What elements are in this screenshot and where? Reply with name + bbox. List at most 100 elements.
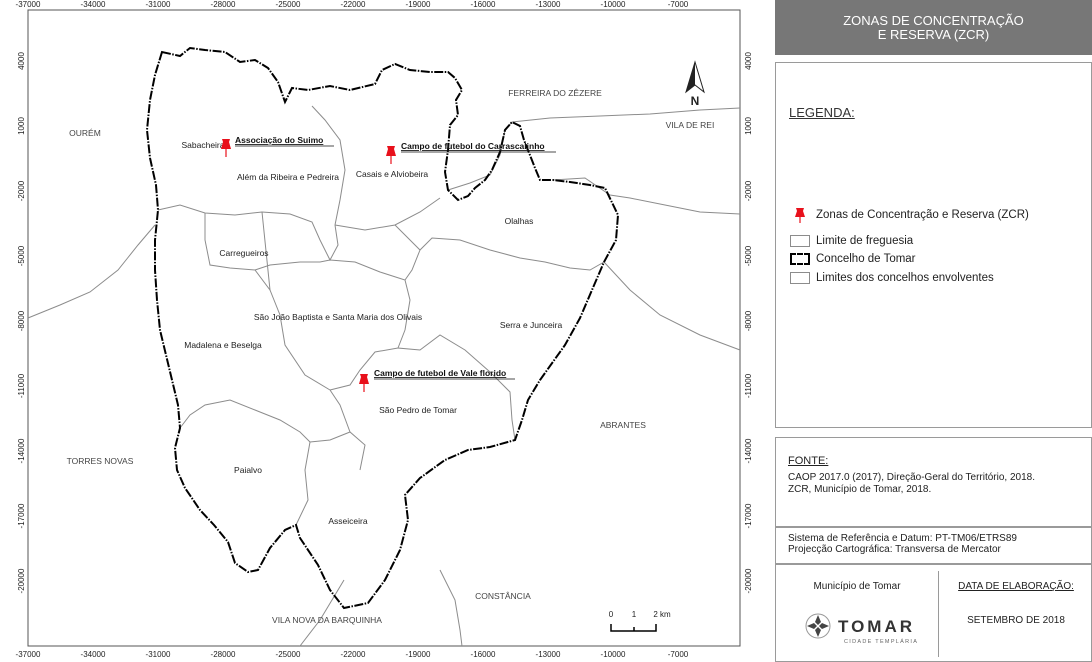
parish-label: Olalhas bbox=[505, 216, 534, 226]
source-heading: FONTE: bbox=[788, 455, 829, 467]
top-tick: -34000 bbox=[81, 0, 106, 9]
bottom-axis: -37000 -34000 -31000 -28000 -25000 -2200… bbox=[16, 650, 689, 659]
top-tick: -13000 bbox=[536, 0, 561, 9]
top-tick: -19000 bbox=[406, 0, 431, 9]
left-tick: -11000 bbox=[17, 373, 26, 398]
bottom-tick: -37000 bbox=[16, 650, 41, 659]
scale-label: 1 bbox=[632, 610, 637, 619]
bottom-tick: -7000 bbox=[668, 650, 689, 659]
pushpin-icon bbox=[221, 139, 231, 157]
bottom-tick: -10000 bbox=[601, 650, 626, 659]
parish-label: Casais e Alviobeira bbox=[356, 169, 429, 179]
tomar-boundary bbox=[145, 46, 620, 610]
left-tick: -20000 bbox=[17, 568, 26, 593]
pushpin-icon bbox=[386, 146, 396, 164]
top-axis: -37000 -34000 -31000 -28000 -25000 -2200… bbox=[16, 0, 689, 9]
source-line: CAOP 2017.0 (2017), Direção-Geral do Ter… bbox=[788, 472, 1035, 483]
neighbor-label: FERREIRA DO ZÊZERE bbox=[508, 88, 602, 98]
left-tick: 4000 bbox=[17, 52, 26, 70]
bottom-tick: -16000 bbox=[471, 650, 496, 659]
north-label: N bbox=[691, 94, 700, 108]
date-heading: DATA DE ELABORAÇÃO: bbox=[958, 581, 1074, 592]
legend: LEGENDA: Zonas de Concentração e Reserva… bbox=[775, 62, 1092, 428]
right-tick: -5000 bbox=[744, 245, 753, 266]
bottom-tick: -25000 bbox=[276, 650, 301, 659]
neighbor-label: OURÉM bbox=[69, 128, 101, 138]
bottom-tick: -31000 bbox=[146, 650, 171, 659]
parish-label: São Pedro de Tomar bbox=[379, 405, 457, 415]
neighbor-label: VILA NOVA DA BARQUINHA bbox=[272, 615, 382, 625]
logo-subtext: CIDADE TEMPLÁRIA bbox=[844, 638, 918, 645]
scale-label: 0 bbox=[609, 610, 614, 619]
map-frame bbox=[27, 9, 741, 647]
legend-heading: LEGENDA: bbox=[789, 105, 855, 120]
zcr-marker[interactable] bbox=[221, 139, 231, 157]
parish-labels: Sabacheira Além da Ribeira e Pedreira Ca… bbox=[181, 140, 562, 526]
map-title-line1: ZONAS DE CONCENTRAÇÃO bbox=[843, 12, 1024, 28]
legend-label: Limite de freguesia bbox=[816, 235, 914, 247]
bottom-tick: -22000 bbox=[341, 650, 366, 659]
top-tick: -28000 bbox=[211, 0, 236, 9]
top-tick: -16000 bbox=[471, 0, 496, 9]
parish-label: Madalena e Beselga bbox=[184, 340, 262, 350]
parish-label: Asseiceira bbox=[328, 516, 367, 526]
scale-bar: 0 1 2 km bbox=[609, 610, 671, 632]
top-tick: -10000 bbox=[601, 0, 626, 9]
source-box: FONTE: CAOP 2017.0 (2017), Direção-Geral… bbox=[775, 437, 1092, 527]
parish-label: Além da Ribeira e Pedreira bbox=[237, 172, 339, 182]
top-tick: -31000 bbox=[146, 0, 171, 9]
reference-line: Sistema de Referência e Datum: PT-TM06/E… bbox=[788, 533, 1017, 544]
bottom-tick: -28000 bbox=[211, 650, 236, 659]
tomar-logo: TOMAR CIDADE TEMPLÁRIA bbox=[805, 613, 918, 645]
zcr-marker[interactable] bbox=[386, 146, 396, 164]
top-tick: -25000 bbox=[276, 0, 301, 9]
date-value: SETEMBRO DE 2018 bbox=[967, 615, 1065, 626]
neighbor-limit-swatch bbox=[790, 272, 810, 284]
side-panel: ZONAS DE CONCENTRAÇÃO E RESERVA (ZCR) LE… bbox=[775, 0, 1092, 662]
source-line: ZCR, Município de Tomar, 2018. bbox=[788, 484, 932, 495]
right-tick: -20000 bbox=[744, 568, 753, 593]
legend-label: Concelho de Tomar bbox=[816, 253, 916, 265]
legend-item-neighbor-limit: Limites dos concelhos envolventes bbox=[790, 270, 994, 286]
left-tick: -2000 bbox=[17, 180, 26, 201]
neighbor-limits bbox=[27, 107, 741, 647]
logo-text: TOMAR bbox=[838, 617, 915, 636]
credits-divider bbox=[938, 571, 939, 657]
bottom-tick: -19000 bbox=[406, 650, 431, 659]
parish-label: Serra e Junceira bbox=[500, 320, 563, 330]
right-tick: -17000 bbox=[744, 503, 753, 528]
top-tick: -7000 bbox=[668, 0, 689, 9]
right-tick: 4000 bbox=[744, 52, 753, 70]
map-canvas[interactable]: N -37000 -34000 -31000 -28000 -25000 -22… bbox=[0, 0, 770, 662]
legend-label: Limites dos concelhos envolventes bbox=[816, 272, 994, 284]
scale-label: 2 km bbox=[653, 610, 671, 619]
neighbor-labels: FERREIRA DO ZÊZERE VILA DE REI OURÉM TOR… bbox=[67, 88, 715, 625]
map-title-line2: E RESERVA (ZCR) bbox=[877, 26, 990, 42]
parish-label: Sabacheira bbox=[181, 140, 224, 150]
neighbor-label: TORRES NOVAS bbox=[67, 456, 134, 466]
pushpin-icon bbox=[795, 208, 805, 223]
parish-label: Paialvo bbox=[234, 465, 262, 475]
right-tick: -2000 bbox=[744, 180, 753, 201]
neighbor-label: ABRANTES bbox=[600, 420, 646, 430]
reference-box: Sistema de Referência e Datum: PT-TM06/E… bbox=[775, 527, 1092, 564]
legend-item-tomar-limit: Concelho de Tomar bbox=[790, 251, 916, 267]
left-tick: -17000 bbox=[17, 503, 26, 528]
reference-line: Projecção Cartográfica: Transversa de Me… bbox=[788, 544, 1001, 555]
zcr-label: Campo de futebol do Carrascalinho bbox=[401, 141, 545, 151]
legend-item-zcr: Zonas de Concentração e Reserva (ZCR) bbox=[790, 207, 1029, 223]
parish-limits bbox=[157, 105, 605, 526]
templar-cross-icon bbox=[805, 613, 831, 639]
map-title: ZONAS DE CONCENTRAÇÃO E RESERVA (ZCR) bbox=[775, 0, 1092, 55]
bottom-tick: -13000 bbox=[536, 650, 561, 659]
legend-label: Zonas de Concentração e Reserva (ZCR) bbox=[816, 209, 1029, 221]
tomar-limit-swatch bbox=[790, 253, 810, 265]
left-tick: 1000 bbox=[17, 117, 26, 135]
right-tick: -11000 bbox=[744, 373, 753, 398]
parish-limit-swatch bbox=[790, 235, 810, 247]
left-axis: 4000 1000 -2000 -5000 -8000 -11000 -1400… bbox=[17, 52, 26, 594]
parish-label: São João Baptista e Santa Maria dos Oliv… bbox=[254, 312, 422, 322]
right-tick: -14000 bbox=[744, 438, 753, 463]
zcr-marker[interactable] bbox=[359, 374, 369, 392]
left-tick: -14000 bbox=[17, 438, 26, 463]
